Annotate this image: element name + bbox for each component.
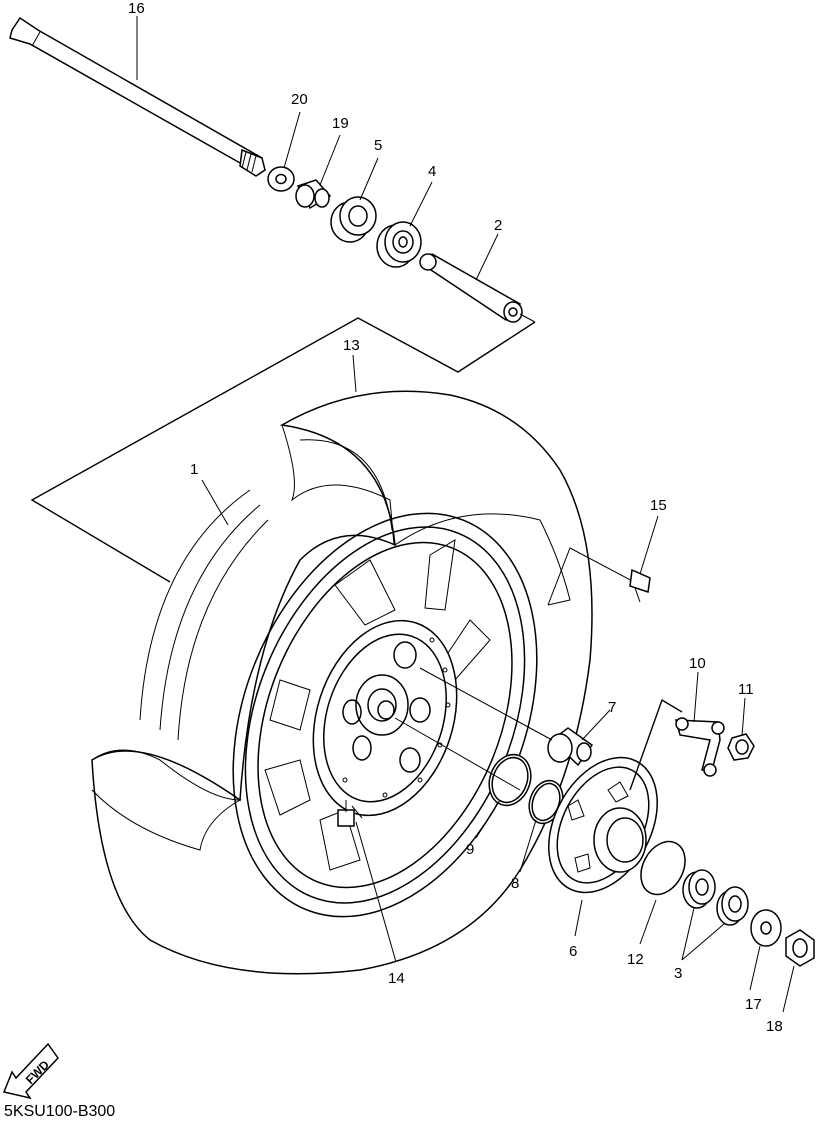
- leader-lines: [136, 16, 795, 1013]
- callout-16: 16: [128, 0, 145, 17]
- drawing-code: 5KSU100-B300: [4, 1103, 115, 1120]
- callout-13: 13: [343, 337, 360, 354]
- callout-18: 18: [766, 1018, 783, 1035]
- callout-20: 20: [291, 91, 308, 108]
- axle-part-16: [9, 16, 266, 177]
- callout-6: 6: [569, 943, 577, 960]
- callout-15: 15: [650, 497, 667, 514]
- callout-10: 10: [689, 655, 706, 672]
- callout-19: 19: [332, 115, 349, 132]
- o-ring-part-9: [488, 753, 532, 807]
- callout-labels: 16 20 19 5 4 2 13 1 15 10 11 7 9 8 6 12 …: [128, 0, 783, 1035]
- callout-7: 7: [608, 699, 616, 716]
- circlip-part-12: [640, 840, 686, 896]
- bearing-part-3b: [716, 886, 749, 926]
- callout-3: 3: [674, 965, 682, 982]
- callout-9: 9: [466, 841, 474, 858]
- callout-17: 17: [745, 996, 762, 1013]
- nut-part-11: [727, 733, 755, 761]
- part-bracket-right: [629, 698, 683, 791]
- spacer-part-19: [295, 179, 332, 210]
- callout-12: 12: [627, 951, 644, 968]
- collar-part-20: [267, 166, 295, 192]
- axle-nut-part-18: [785, 929, 815, 967]
- fwd-arrow-icon: FWD: [2, 1042, 59, 1100]
- valve-part-14: [337, 800, 363, 827]
- hub-assembly: [312, 619, 458, 817]
- callout-4: 4: [428, 163, 436, 180]
- clutch-hub-part-6: [548, 756, 658, 894]
- collar-part-7: [547, 727, 594, 767]
- callout-2: 2: [494, 217, 502, 234]
- callout-11: 11: [738, 681, 754, 698]
- reference-bracket: [30, 313, 536, 583]
- spacer-part-2: [419, 253, 523, 323]
- washer-part-17: [750, 909, 782, 947]
- callout-5: 5: [374, 137, 382, 154]
- lock-washer-part-10: [675, 717, 725, 777]
- bearing-part-3a: [682, 869, 716, 909]
- callout-1: 1: [190, 461, 198, 478]
- bearing-part-4: [376, 221, 422, 268]
- assembly-lines: [394, 667, 553, 791]
- valve-cap-part-15: [629, 568, 651, 603]
- callout-14: 14: [388, 970, 405, 987]
- oil-seal-part-5: [330, 196, 377, 243]
- callout-8: 8: [511, 875, 519, 892]
